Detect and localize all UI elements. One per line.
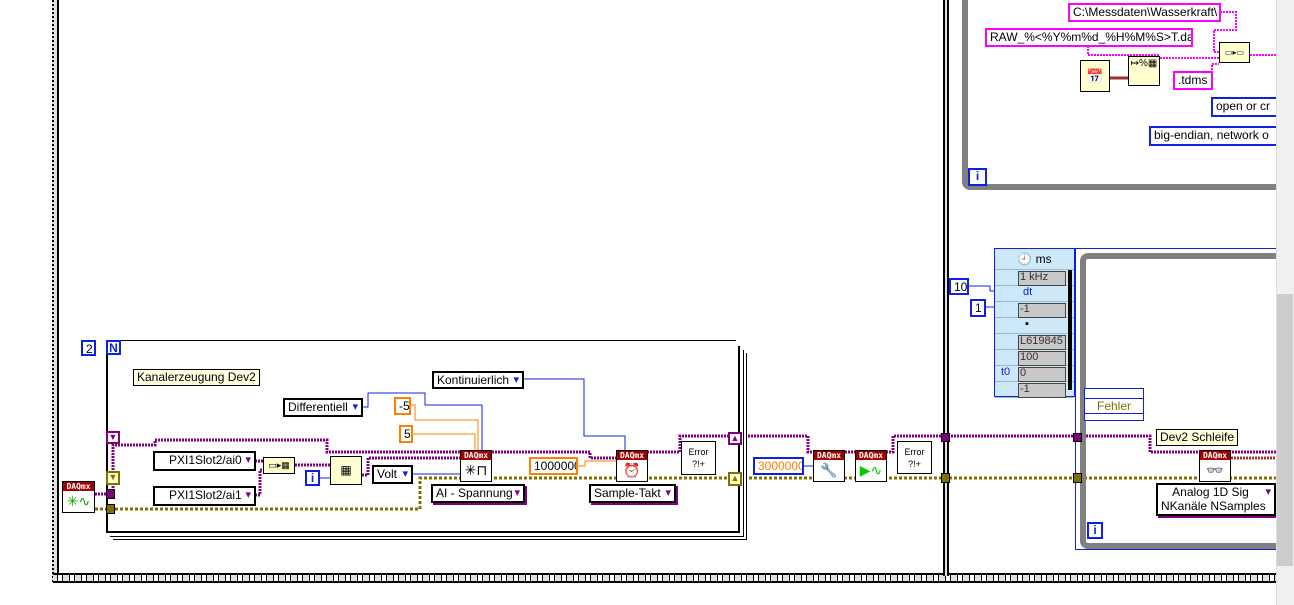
loop-tunnel-error xyxy=(1073,473,1082,483)
daqmx-timing-node[interactable]: DAQmx⏰ xyxy=(616,450,648,482)
build-path-node[interactable]: ▭▸▭ xyxy=(1219,42,1250,63)
clock-icon: 🕘 xyxy=(1017,252,1033,266)
loop-tunnel-task xyxy=(1073,433,1082,442)
shift-register-task-left[interactable]: ▼ xyxy=(106,431,120,444)
units-ring[interactable]: Volt xyxy=(372,465,413,484)
byte-order-ring[interactable]: big-endian, network o xyxy=(1149,126,1277,146)
timed-loop-error-node[interactable]: Fehler xyxy=(1084,388,1144,421)
extension-constant[interactable]: .tdms xyxy=(1173,71,1213,90)
timing-source-row[interactable]: 1 kHz xyxy=(995,270,1074,286)
channel-type-selector[interactable]: AI - Spannung xyxy=(431,484,525,503)
tunnel-task xyxy=(106,489,115,499)
sequence-frame-left-edge xyxy=(52,0,59,582)
processor-row[interactable]: ▪ xyxy=(995,318,1074,334)
daqmx-read-node[interactable]: DAQmx👓 xyxy=(1199,450,1231,482)
error-wire xyxy=(95,476,1276,511)
play-icon: ▶∿ xyxy=(859,462,883,478)
scrollbar-thumb[interactable] xyxy=(1277,294,1293,566)
merge-errors-node[interactable]: Error ?!+ xyxy=(681,441,716,475)
loop-count-constant[interactable]: 2 xyxy=(81,340,96,356)
daqmx-configure-buffer-node[interactable]: DAQmx🔧 xyxy=(813,450,845,482)
measurement-mode-ring[interactable]: Differentiell xyxy=(283,398,363,417)
sequence-frame-filmstrip xyxy=(53,573,1276,583)
daqmx-create-channel-node[interactable]: DAQmx✳⊓ xyxy=(460,450,492,482)
timeout-row[interactable]: -1 xyxy=(995,382,1074,398)
frame-tunnel-error xyxy=(941,473,950,483)
create-task-icon: ✳∿ xyxy=(66,493,91,509)
iteration-terminal: i xyxy=(305,470,320,486)
daqmx-start-task-node[interactable]: DAQmx▶∿ xyxy=(855,450,887,482)
while-loop-label: Dev2 Schleife xyxy=(1156,429,1239,446)
frame-tunnel-task xyxy=(941,433,950,442)
shift-register-error-right[interactable]: ▲ xyxy=(728,472,742,486)
timed-loop[interactable] xyxy=(1075,248,1280,550)
name-row[interactable]: L619845 xyxy=(995,334,1074,350)
filename-format-constant[interactable]: RAW_%<%Y%m%d_%H%M%S>T.dat xyxy=(985,28,1193,47)
channel-wire xyxy=(255,468,263,497)
priority-constant[interactable]: 1 xyxy=(970,299,986,317)
channel-ai0-constant[interactable]: PXI1Slot2/ai0 xyxy=(153,451,256,471)
timing-unit: ms xyxy=(1035,252,1052,266)
channel-ai1-constant[interactable]: PXI1Slot2/ai1 xyxy=(153,486,256,506)
task-wire xyxy=(95,438,460,496)
max-value-constant[interactable]: 5 xyxy=(399,425,413,443)
tunnel-error xyxy=(106,504,115,514)
period-row[interactable]: dt xyxy=(995,286,1074,302)
timing-type-selector[interactable]: Sample-Takt xyxy=(589,484,676,503)
buffer-icon: 🔧 xyxy=(820,462,838,478)
format-time-node[interactable]: ↦%▦ xyxy=(1128,56,1160,86)
chip-icon: ▪ xyxy=(1025,318,1029,330)
build-array-node[interactable]: ▭▸▦ xyxy=(263,457,295,474)
glasses-icon: 👓 xyxy=(1206,462,1224,478)
sample-mode-ring[interactable]: Kontinuierlich xyxy=(432,371,524,389)
task-wire xyxy=(492,450,616,460)
merge-errors-node-2[interactable]: Error ?!+ xyxy=(897,441,932,474)
get-time-node[interactable]: 📅 xyxy=(1080,60,1110,92)
buffer-size-constant[interactable]: 3000000 xyxy=(753,457,804,475)
while-iteration-terminal: i xyxy=(1087,522,1103,539)
operation-ring[interactable]: open or cr xyxy=(1211,97,1277,117)
deadline-row[interactable]: -1 xyxy=(995,302,1074,318)
period-constant[interactable]: 10 xyxy=(949,278,969,295)
file-loop[interactable] xyxy=(962,0,1276,190)
daqmx-create-task-node[interactable]: DAQmx✳∿ xyxy=(62,481,95,513)
file-loop-iteration-terminal: i xyxy=(968,168,987,186)
rate-constant[interactable]: 1000000 xyxy=(529,457,578,475)
while-loop[interactable] xyxy=(1080,253,1280,549)
sequence-frame-divider xyxy=(943,0,949,576)
min-value-constant[interactable]: -5 xyxy=(394,397,411,415)
for-loop-label: Kanalerzeugung Dev2 xyxy=(133,369,260,386)
index-array-node[interactable]: ▦ xyxy=(330,456,362,485)
clock-icon: ⏰ xyxy=(623,462,641,478)
n-terminal[interactable]: N xyxy=(106,340,121,355)
create-channel-icon: ✳⊓ xyxy=(464,462,488,478)
shift-register-task-right[interactable]: ▲ xyxy=(728,432,742,445)
priority-row[interactable]: 100 xyxy=(995,350,1074,366)
array-wire xyxy=(362,456,460,477)
folder-path-constant[interactable]: C:\Messdaten\Wasserkraft\ xyxy=(1068,3,1221,22)
shift-register-error-left[interactable]: ▼ xyxy=(106,471,120,485)
task-wire xyxy=(886,434,1276,454)
